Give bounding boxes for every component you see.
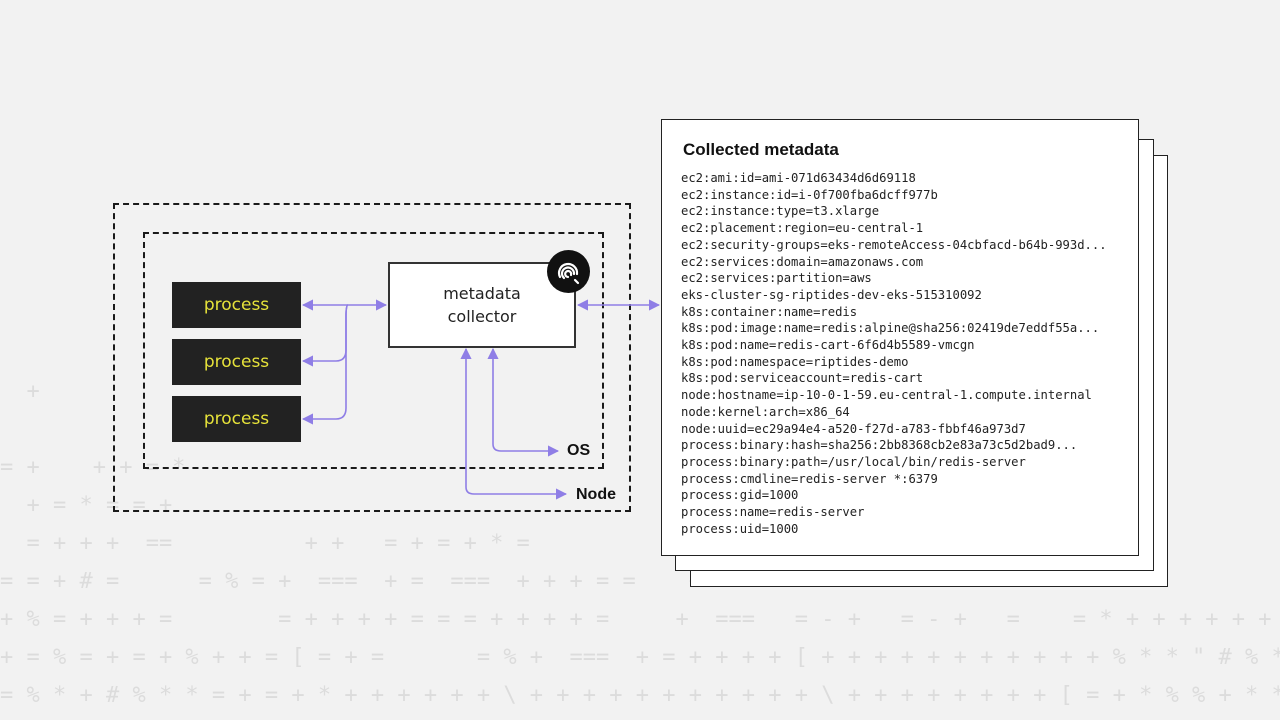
arrow-process-2 [301,304,349,367]
metadata-line: node:kernel:arch=x86_64 [681,404,850,419]
background-pattern: + % = + + + = = + + + + = = = + + + + = … [0,608,1272,632]
node-boundary [113,203,631,512]
metadata-collector-box: metadata collector [388,262,576,348]
metadata-line: ec2:security-groups=eks-remoteAccess-04c… [681,237,1107,252]
collector-label-line-1: metadata [443,284,521,303]
metadata-line: node:uuid=ec29a94e4-a520-f27d-a783-fbbf4… [681,421,1026,436]
metadata-line: ec2:instance:type=t3.xlarge [681,204,880,219]
metadata-line: k8s:pod:namespace=riptides-demo [681,354,909,369]
metadata-line: ec2:placement:region=eu-central-1 [681,221,924,236]
process-label: process [203,409,270,429]
metadata-line: node:hostname=ip-10-0-1-59.eu-central-1.… [681,388,1092,403]
background-pattern: = % * + # % * * = + = + * + + + + + + \ … [0,684,1280,708]
metadata-line: k8s:container:name=redis [681,304,858,319]
arrow-os [487,347,560,457]
metadata-line: k8s:pod:serviceaccount=redis-cart [681,371,924,386]
metadata-line: k8s:pod:name=redis-cart-6f6d4b5589-vmcgn [681,338,975,353]
node-label: Node [576,486,616,503]
collector-label-line-2: collector [447,307,517,326]
metadata-line: process:gid=1000 [681,488,799,503]
background-pattern: + [0,380,1166,404]
process-label: process [203,295,270,315]
metadata-line: ec2:services:domain=amazonaws.com [681,254,924,269]
metadata-line: process:binary:path=/usr/local/bin/redis… [681,454,1026,469]
metadata-card [661,119,1139,556]
metadata-line: eks-cluster-sg-riptides-dev-eks-51531009… [681,287,982,302]
metadata-line: ec2:ami:id=ami-071d63434d6d69118 [681,171,916,185]
process-label: process [203,352,270,372]
card-title: Collected metadata [683,140,839,159]
arrow-node [460,347,568,500]
metadata-line: ec2:instance:id=i-0f700fba6dcff977b [681,187,938,202]
metadata-line: process:binary:hash=sha256:2bb8368cb2e83… [681,438,1078,453]
background-pattern: = + + + == + + = + = + * = + [0,532,1126,556]
riptides-logo-icon [547,250,590,293]
process-box: process [172,396,301,442]
arrow-process-3 [301,304,349,425]
process-box: process [172,282,301,328]
metadata-line: process:cmdline=redis-server *:6379 [681,471,938,486]
os-label: OS [567,442,591,459]
metadata-line: process:name=redis-server [681,505,865,520]
background-pattern: + = % = + = + % + + = [ = + = = % + === … [0,646,1280,670]
metadata-line: ec2:services:partition=aws [681,271,872,286]
os-boundary [143,232,604,469]
metadata-list: ec2:ami:id=ami-071d63434d6d69118 ec2:inst… [681,170,1107,537]
metadata-line: process:uid=1000 [681,521,799,536]
metadata-line: k8s:pod:image:name=redis:alpine@sha256:0… [681,321,1100,336]
process-box: process [172,339,301,385]
